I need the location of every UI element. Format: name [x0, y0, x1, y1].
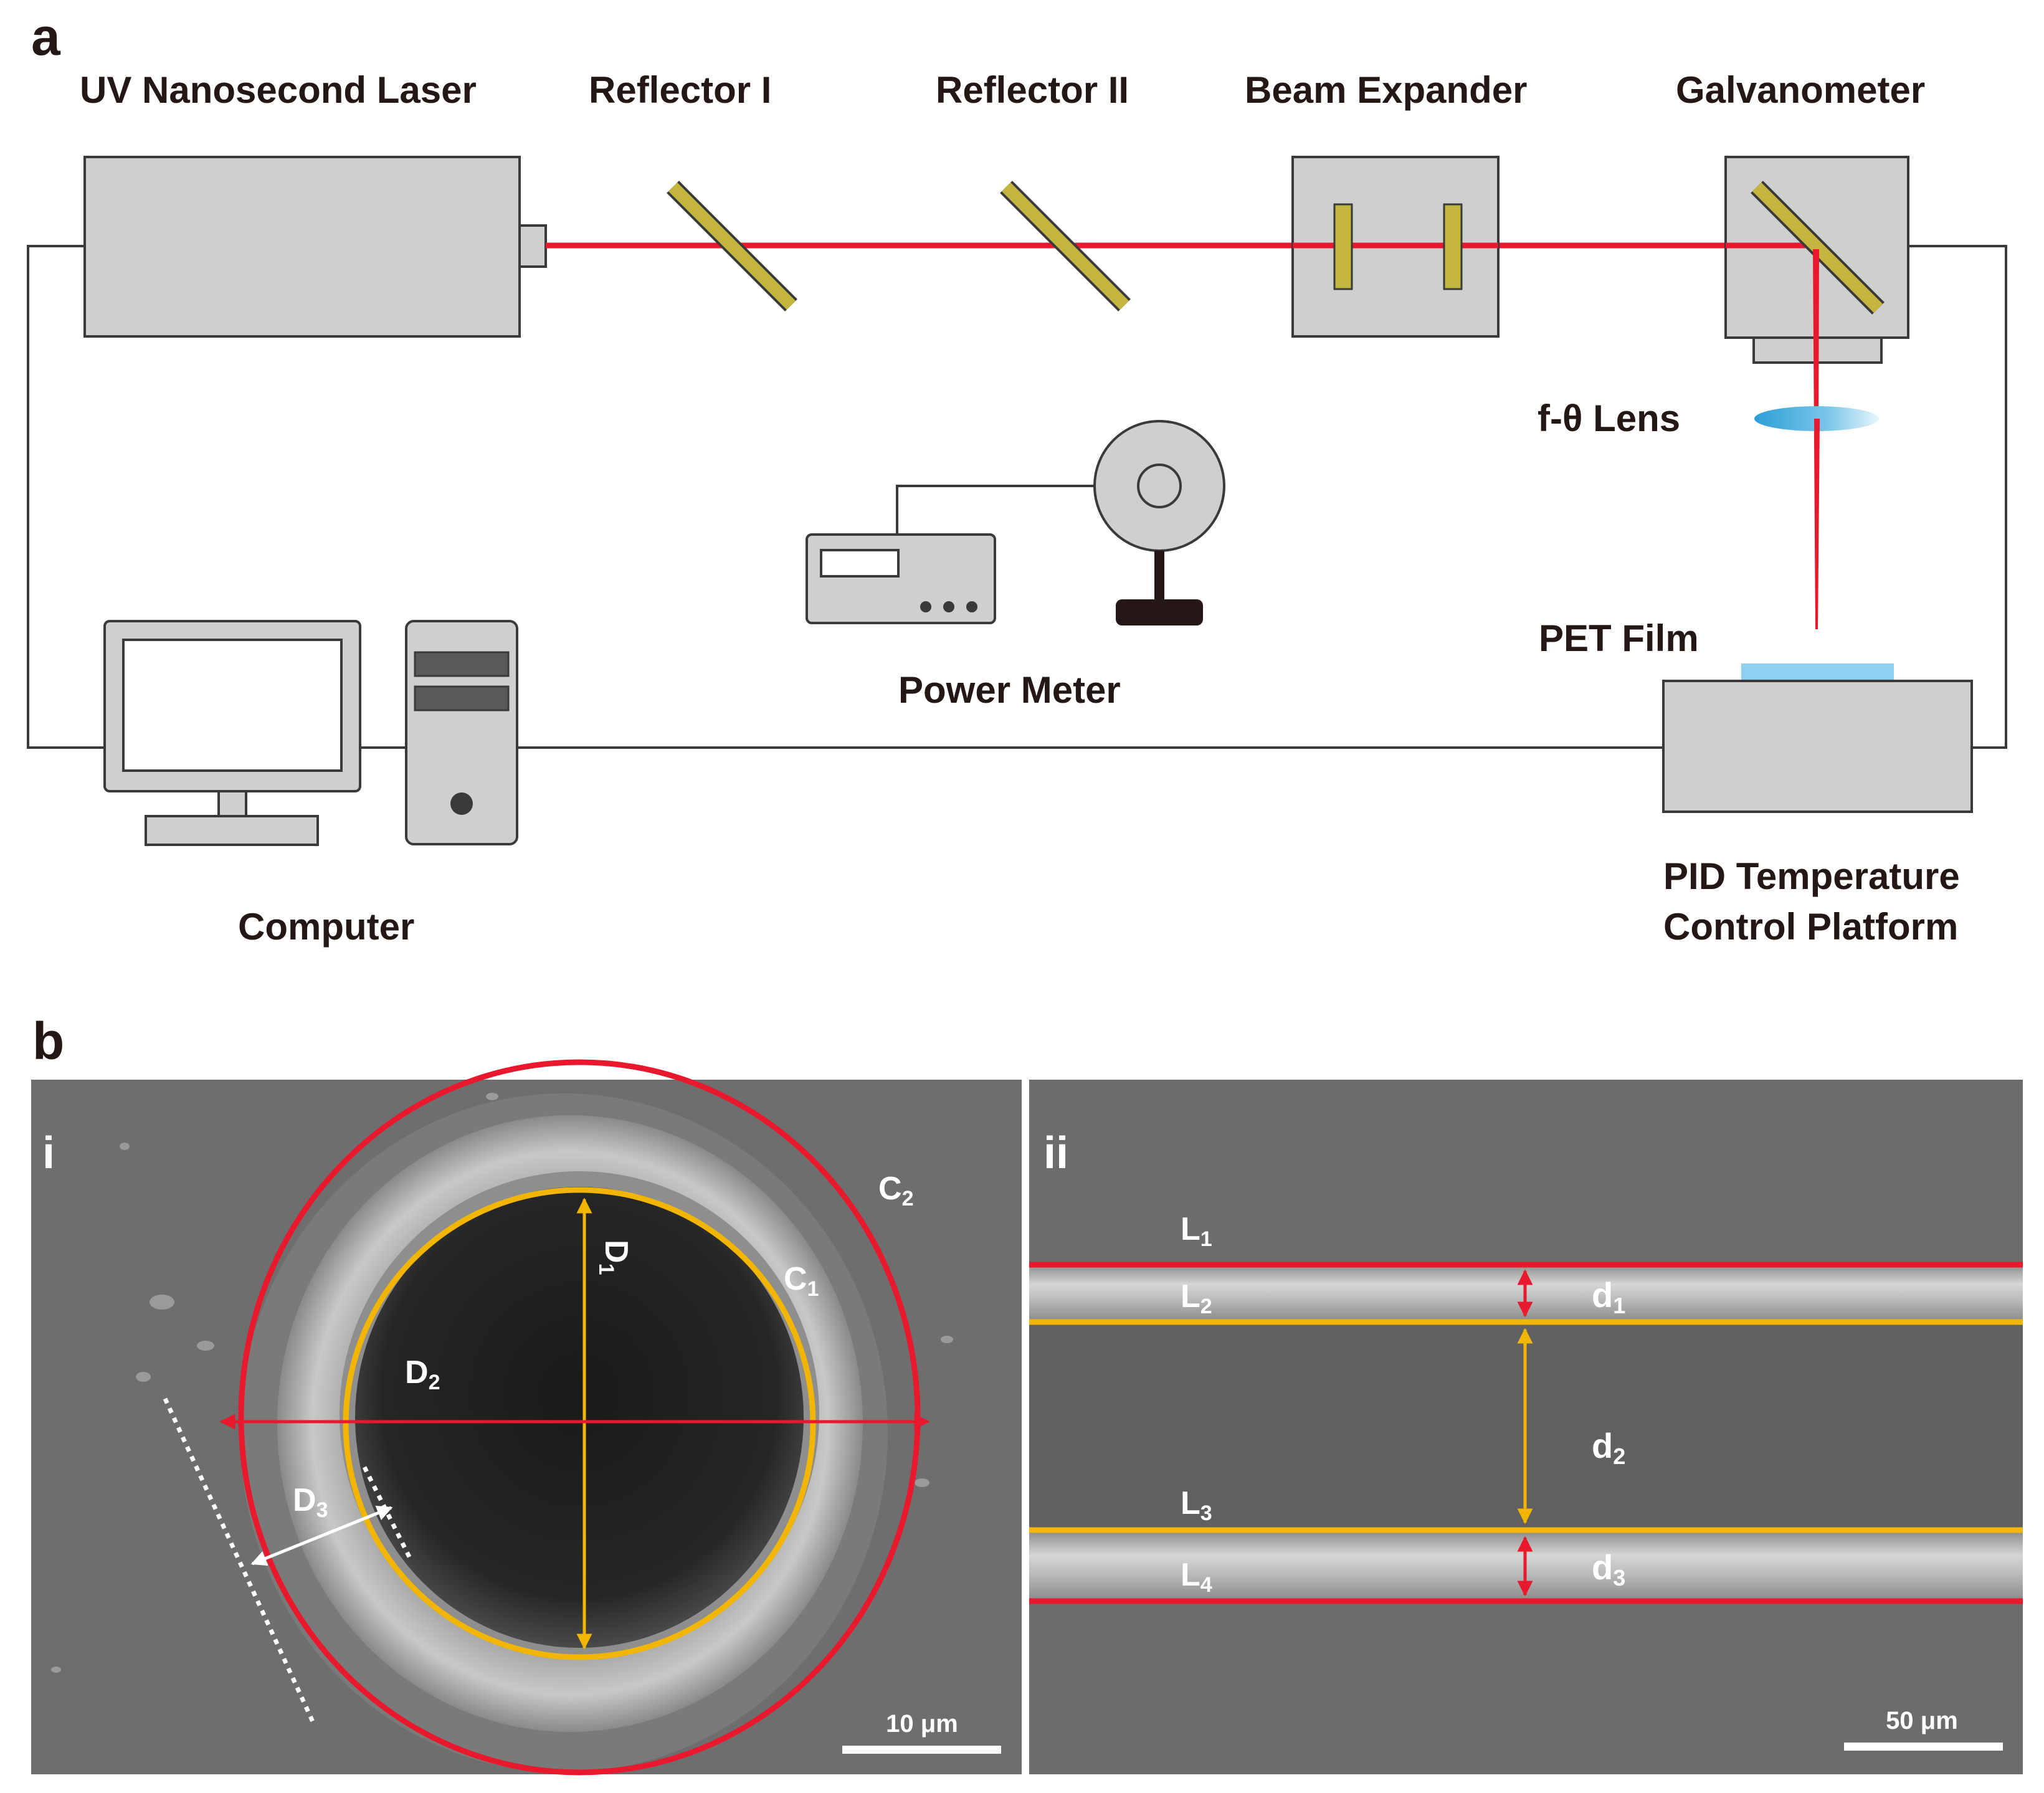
computer-label: Computer	[238, 906, 414, 948]
scalebar-i	[842, 1746, 1001, 1754]
tangent-inner	[362, 1466, 414, 1562]
scalebar-i-label: 10 μm	[886, 1710, 958, 1738]
pid-label-line2: Control Platform	[1663, 906, 1958, 948]
reflector1-mirror	[667, 181, 797, 312]
sub-i-label: i	[42, 1128, 55, 1178]
label-C2: C2	[878, 1171, 913, 1210]
label-D3: D3	[293, 1482, 328, 1522]
label-d1: d1	[1592, 1275, 1625, 1318]
sensor-stand	[1154, 551, 1164, 601]
scalebar-ii-label: 50 μm	[1886, 1707, 1958, 1734]
reflector1-label: Reflector I	[589, 69, 771, 111]
label-L3: L3	[1181, 1485, 1212, 1525]
reflector2-label: Reflector II	[936, 69, 1129, 111]
sensor-base	[1116, 599, 1203, 625]
micro-hole	[355, 1187, 804, 1648]
sensor-aperture	[1137, 464, 1182, 508]
knob-icon	[920, 601, 931, 612]
tangent-outer	[163, 1397, 317, 1727]
monitor-stand	[145, 815, 319, 846]
debris-particles	[51, 1093, 953, 1673]
knob-icon	[966, 601, 977, 612]
laser-body	[83, 156, 521, 338]
label-D1: D1	[594, 1240, 634, 1275]
label-L2: L2	[1181, 1278, 1212, 1318]
label-C1: C1	[784, 1261, 819, 1301]
laser-aperture	[518, 224, 547, 268]
power-meter-console	[806, 533, 996, 624]
drive-bay-1	[414, 651, 510, 677]
drive-bay-2	[414, 685, 510, 711]
reflector2-mirror	[1000, 181, 1131, 312]
power-button-icon	[450, 792, 473, 815]
focused-beam	[1814, 419, 1820, 629]
monitor-screen	[122, 639, 343, 772]
galvanometer-label: Galvanometer	[1676, 69, 1925, 111]
knob-icon	[943, 601, 954, 612]
label-d3: d3	[1592, 1548, 1625, 1591]
galvanometer-mirror	[1751, 181, 1885, 315]
sem-panel-ii: ii L1 L2 L3 L4 d1 d2 d3 50 μm	[1029, 1080, 2023, 1774]
dimension-D3	[250, 1505, 393, 1566]
power-meter-label: Power Meter	[898, 669, 1121, 711]
power-meter-display	[820, 549, 900, 578]
expander-lens-1	[1333, 203, 1353, 290]
scalebar-ii	[1844, 1743, 2003, 1751]
monitor-neck	[217, 790, 247, 817]
panel-a-letter: a	[31, 7, 61, 66]
label-L1: L1	[1181, 1211, 1212, 1251]
laser-label: UV Nanosecond Laser	[80, 69, 477, 111]
sub-ii-label: ii	[1043, 1128, 1068, 1178]
sem-panel-i: i C2 C1 D1 D2 D3 10 μm	[31, 1059, 1022, 1776]
beam-expander-label: Beam Expander	[1245, 69, 1528, 111]
pet-film-label: PET Film	[1539, 617, 1699, 659]
label-d2: d2	[1592, 1426, 1625, 1469]
label-L4: L4	[1181, 1557, 1212, 1597]
pid-platform	[1662, 680, 1973, 813]
pet-film	[1741, 663, 1894, 680]
pid-label-line1: PID Temperature	[1663, 855, 1960, 897]
panel-b-letter: b	[32, 1012, 64, 1070]
power-meter-cable	[896, 485, 1096, 535]
label-D2: D2	[405, 1354, 440, 1394]
ftheta-lens-label: f-θ Lens	[1538, 397, 1680, 439]
expander-lens-2	[1443, 203, 1463, 290]
control-cable	[27, 245, 2007, 749]
